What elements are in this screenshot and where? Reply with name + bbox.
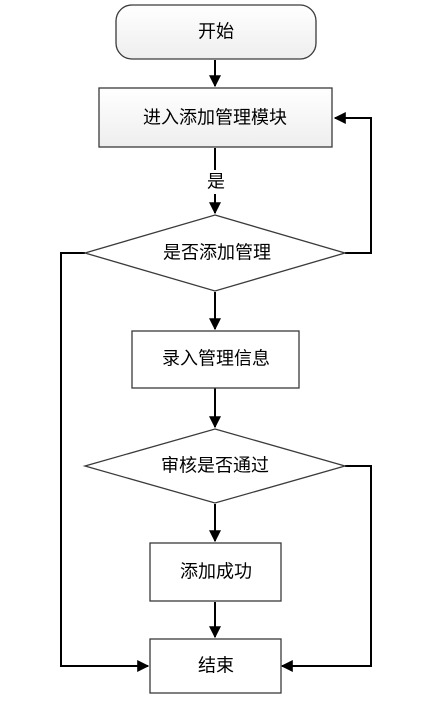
node-input-info: 录入管理信息 (131, 330, 300, 389)
node-decision-add: 是否添加管理 (82, 214, 348, 292)
edge-label-bg (204, 170, 228, 194)
node-input-info-label: 录入管理信息 (162, 349, 270, 370)
node-enter-module-label: 进入添加管理模块 (143, 108, 287, 129)
node-start-label: 开始 (198, 22, 234, 43)
edges (60, 60, 372, 672)
edge-decision-add-no-to-end (60, 252, 150, 672)
node-end-label: 结束 (198, 656, 234, 677)
node-decision-review: 审核是否通过 (82, 428, 348, 504)
node-add-success: 添加成功 (149, 542, 282, 602)
edge-decision-review-fail-to-end (280, 465, 372, 672)
node-enter-module: 进入添加管理模块 (98, 87, 333, 148)
edge-label-yes: 是 (207, 172, 225, 193)
node-decision-add-label: 是否添加管理 (163, 243, 271, 264)
node-end: 结束 (149, 638, 282, 694)
node-start: 开始 (115, 4, 317, 60)
node-decision-review-label: 审核是否通过 (161, 456, 269, 477)
edge-decision-add-loop-back (333, 112, 372, 254)
node-add-success-label: 添加成功 (180, 562, 252, 583)
